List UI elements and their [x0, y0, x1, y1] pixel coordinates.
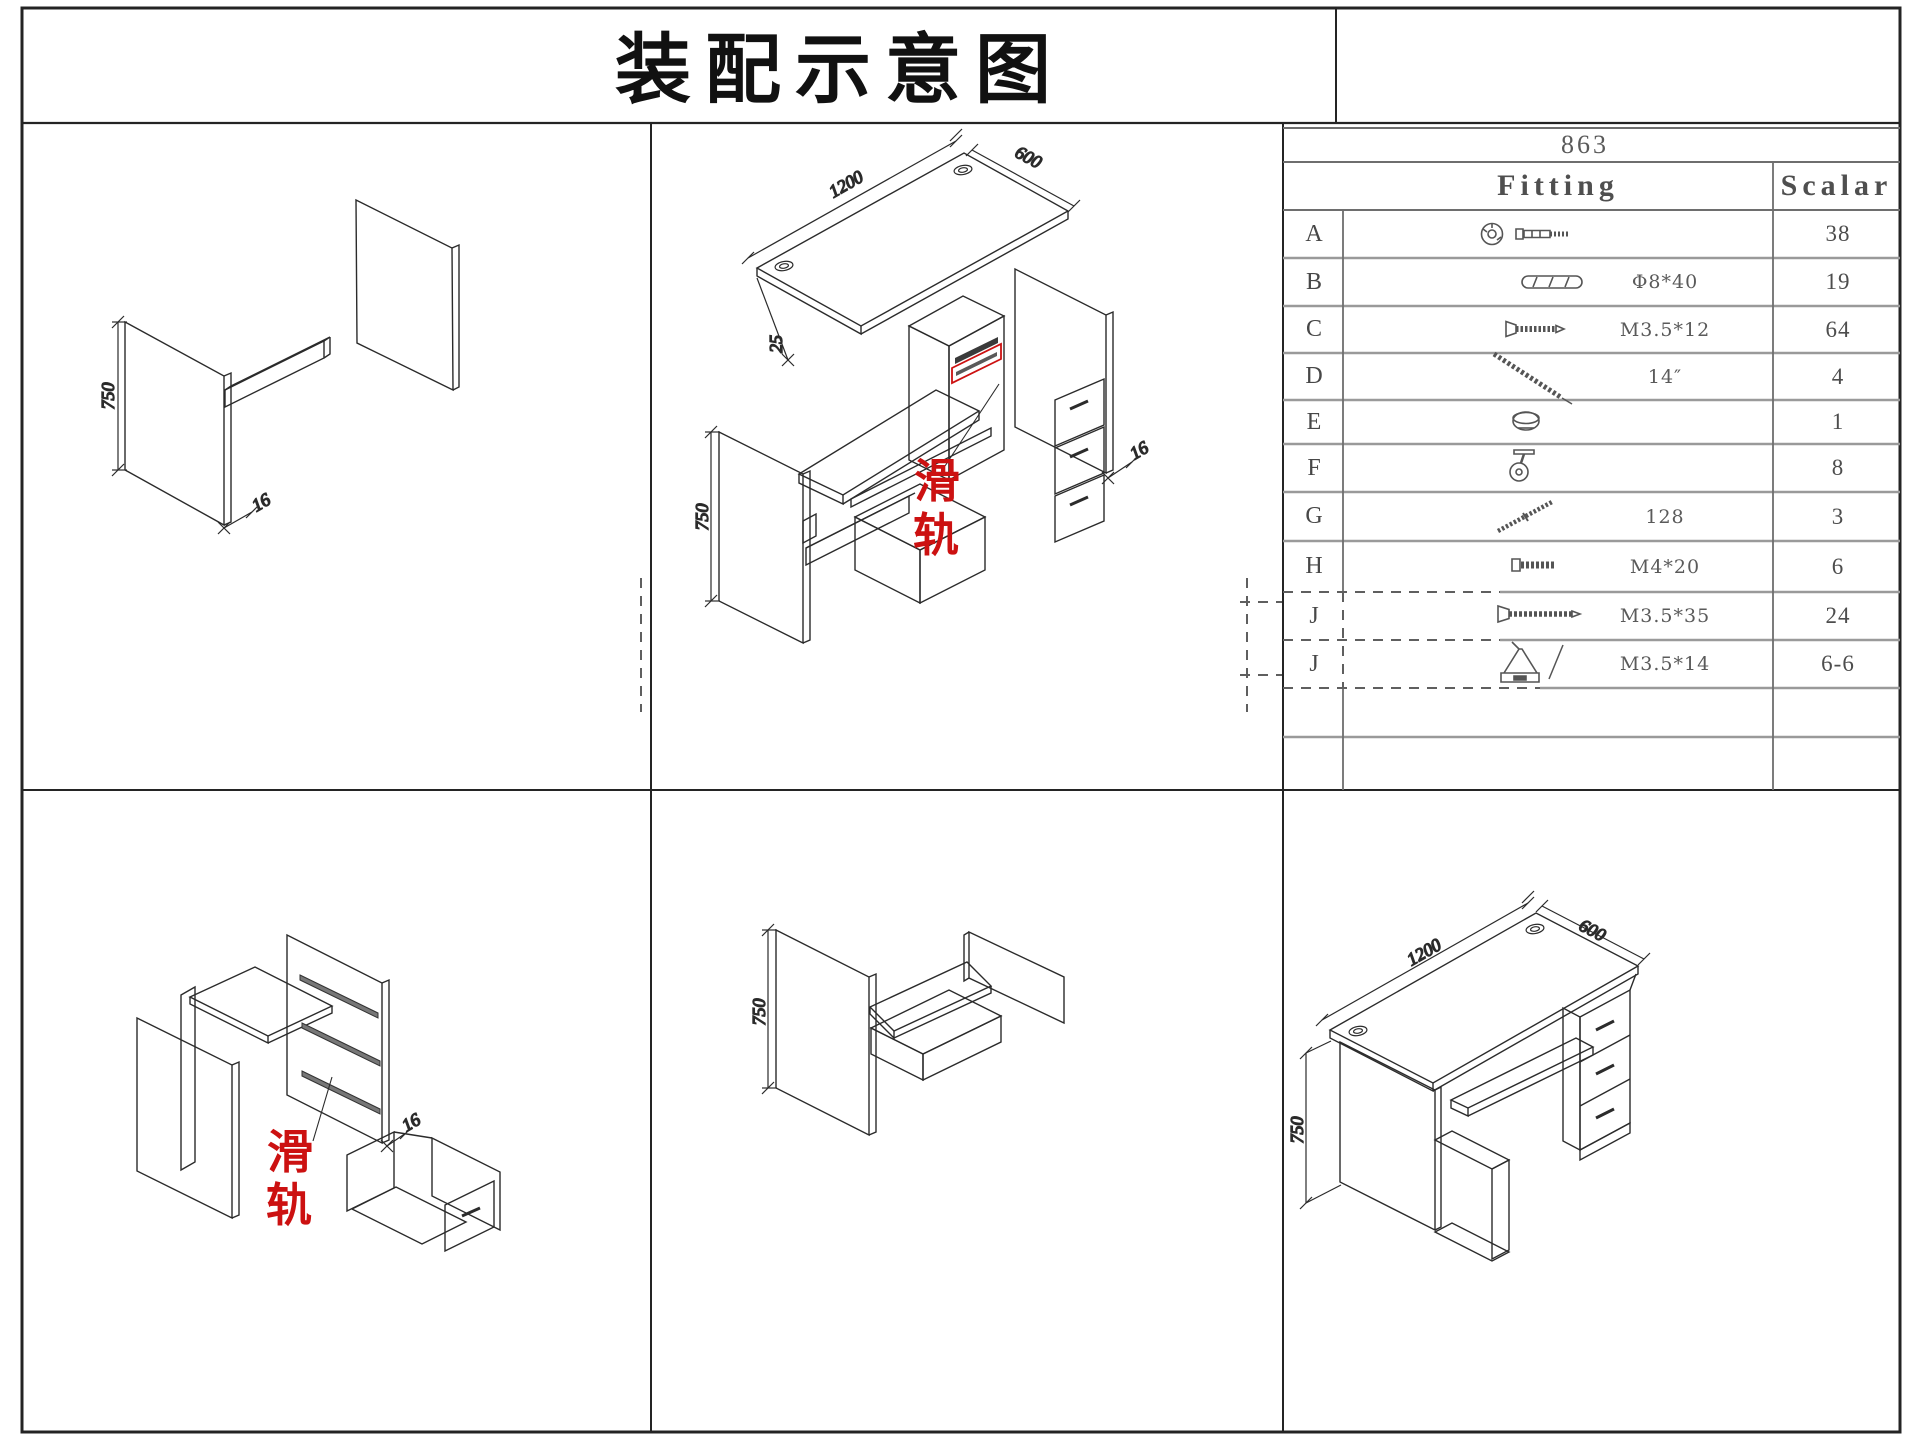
row-qty: 64: [1825, 316, 1851, 342]
finished-desk-drawing: 1200 600 750: [1286, 891, 1650, 1261]
drawer-stack: [1055, 379, 1104, 542]
dim-16-bottom: [218, 506, 258, 534]
cable-grommet: [774, 164, 972, 272]
dim-750-label-bm: 750: [749, 999, 769, 1026]
row-qty: 3: [1831, 503, 1845, 529]
row-spec: 14″: [1647, 365, 1683, 388]
fitting-icons: [1482, 224, 1583, 683]
row-qty: 6-6: [1821, 651, 1855, 676]
row-qty: 6: [1831, 553, 1845, 579]
row-label: J: [1309, 650, 1319, 677]
row-label: G: [1305, 503, 1323, 529]
slide-rail-annotation-bl2: 轨: [266, 1180, 312, 1231]
row-label: B: [1305, 268, 1322, 295]
row-spec: M3.5*12: [1619, 318, 1711, 341]
caster-wheel-icon: [1510, 450, 1534, 481]
coarse-screw-icon: [1506, 322, 1564, 337]
slide-rail-annotation-top2: 轨: [913, 510, 959, 561]
row-label: C: [1305, 316, 1322, 342]
row-spec: Φ8*40: [1631, 271, 1699, 293]
row-qty: 4: [1831, 363, 1845, 389]
row-spec: 128: [1645, 505, 1685, 528]
row-qty: 19: [1825, 269, 1851, 294]
slide-rail-highlight: [952, 344, 1001, 383]
pedestal-drawers: [1563, 990, 1630, 1160]
threaded-rod-icon: [1494, 354, 1572, 404]
row-spec: M3.5*35: [1619, 605, 1711, 627]
row-label: A: [1305, 220, 1323, 247]
row-spec: M3.5*14: [1619, 653, 1711, 675]
row-label: H: [1305, 553, 1323, 579]
dim-750-label-br: 750: [1287, 1117, 1307, 1144]
cam-lock-and-bolt-icon: [1482, 224, 1569, 245]
slide-rails: [300, 975, 380, 1114]
dim-750-mid: [705, 426, 720, 607]
row-label: J: [1309, 602, 1319, 629]
dim-750-label-mid: 750: [692, 504, 712, 531]
row-qty: 8: [1831, 455, 1845, 480]
row-spec: [1595, 400, 1735, 444]
round-cap-icon: [1513, 412, 1539, 430]
machine-bolt-icon: [1512, 559, 1556, 571]
dim-25-label: 25: [766, 335, 786, 353]
row-spec: [1595, 210, 1735, 258]
cable-grommet-finished: [1348, 923, 1544, 1037]
foot-pad-icon: [1501, 642, 1563, 682]
row-qty: 38: [1825, 221, 1851, 246]
dim-750-label: 750: [98, 383, 118, 410]
wood-dowel-icon: [1522, 276, 1582, 288]
slide-rail-annotation-bl: 滑: [267, 1127, 313, 1178]
row-label: D: [1305, 363, 1323, 389]
table-code: 863: [1561, 130, 1609, 159]
row-label: E: [1306, 408, 1322, 435]
row-spec: M4*20: [1629, 555, 1701, 578]
dim-750-bm: [762, 924, 777, 1094]
row-qty: 1: [1831, 409, 1845, 434]
table-header-scalar: Scalar: [1780, 169, 1893, 202]
drawer-box: [347, 1132, 500, 1251]
table-header-fitting: Fitting: [1497, 169, 1619, 202]
step-shelf-assembly-drawing: 750: [748, 924, 1064, 1135]
long-screw-icon: [1498, 606, 1580, 622]
sheet-title: 装配示意图: [615, 29, 1065, 113]
sheet-frame: [22, 8, 1900, 1432]
dowel-screw-icon: [1498, 502, 1552, 531]
row-qty: 24: [1825, 603, 1851, 628]
slide-rail-annotation-top: 滑: [914, 456, 960, 507]
open-shelf: [1435, 1131, 1509, 1261]
row-label: F: [1307, 454, 1321, 481]
dashed-artifact-lines: [641, 578, 1540, 712]
fitting-table-grid: [641, 128, 1900, 790]
dim-750-left: [112, 316, 127, 476]
row-spec: [1595, 444, 1735, 492]
